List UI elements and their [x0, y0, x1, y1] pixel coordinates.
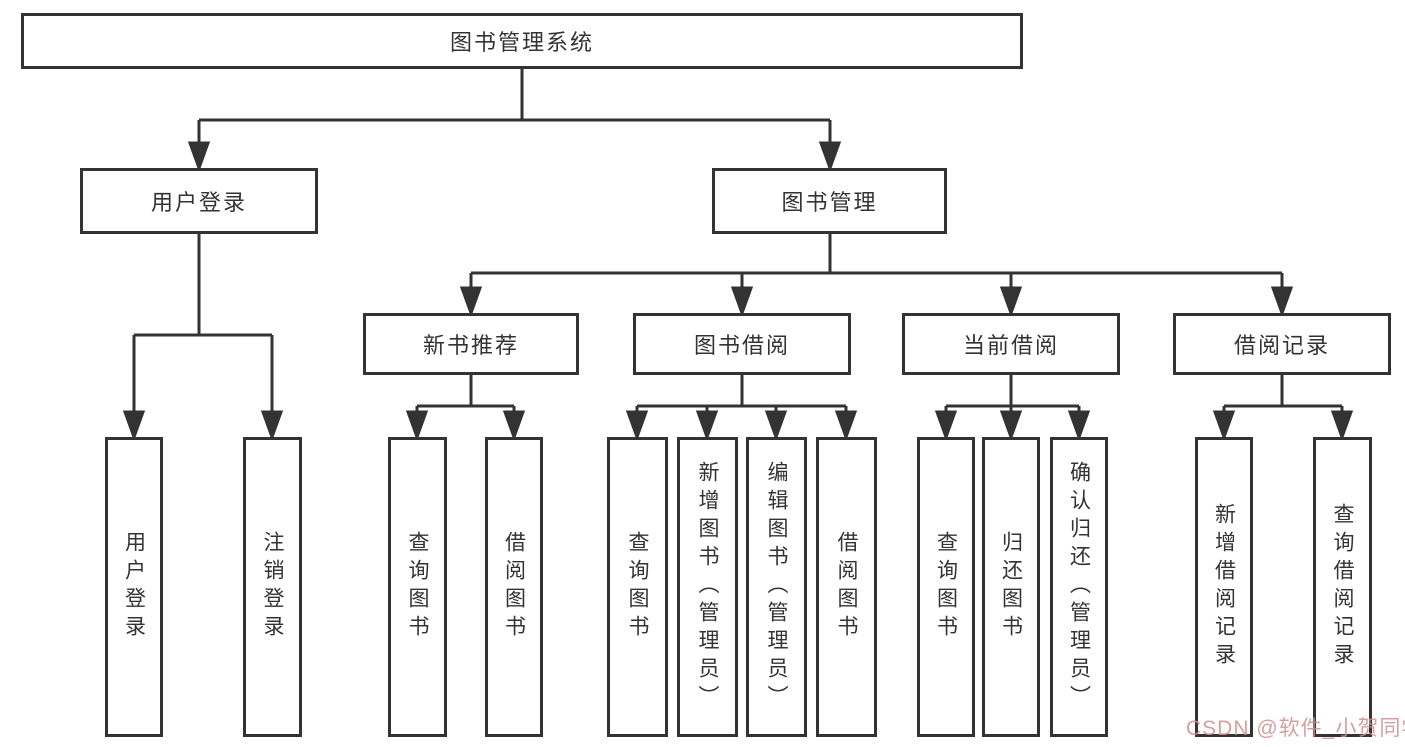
node-book-borrowing: 图书借阅 — [633, 313, 851, 375]
node-label: 新书推荐 — [422, 333, 519, 358]
node-label: 编辑图书（管理员） — [765, 461, 788, 713]
arrowhead-down-icon — [818, 141, 842, 173]
node-label: 归还图书 — [999, 531, 1023, 643]
arrowhead-down-icon — [260, 410, 284, 442]
leaf-user-login: 用户登录 — [105, 437, 163, 737]
leaf-confirm-return-admin: 确认归还（管理员） — [1050, 437, 1108, 737]
node-label: 用户登录 — [150, 190, 247, 215]
leaf-edit-book-admin: 编辑图书（管理员） — [746, 437, 807, 737]
node-label: 注销登录 — [261, 531, 284, 643]
node-current-borrowing: 当前借阅 — [902, 313, 1120, 375]
arrowhead-down-icon — [999, 410, 1023, 442]
connector-current-to-leaves — [934, 375, 1091, 442]
arrowhead-down-icon — [459, 286, 483, 318]
leaf-add-borrow-record: 新增借阅记录 — [1195, 437, 1253, 737]
node-root-system: 图书管理系统 — [21, 13, 1023, 69]
arrowhead-down-icon — [934, 410, 958, 442]
node-book-management: 图书管理 — [712, 168, 947, 234]
node-label: 借阅记录 — [1233, 333, 1330, 358]
connector-user-login-to-leaves — [122, 234, 284, 442]
node-label: 查询图书 — [934, 531, 958, 643]
leaf-query-book-current: 查询图书 — [917, 437, 975, 737]
node-borrowing-records: 借阅记录 — [1173, 313, 1391, 375]
connector-borrow-to-leaves — [625, 375, 858, 442]
arrowhead-down-icon — [1067, 410, 1091, 442]
arrowhead-down-icon — [187, 141, 211, 173]
node-label: 查询图书 — [626, 531, 649, 643]
leaf-query-book-borrow: 查询图书 — [607, 437, 668, 737]
node-label: 新增图书（管理员） — [696, 461, 719, 713]
arrowhead-down-icon — [1212, 410, 1236, 442]
node-label: 图书管理 — [781, 190, 878, 215]
node-label: 当前借阅 — [962, 333, 1059, 358]
arrowhead-down-icon — [1330, 410, 1354, 442]
arrowhead-down-icon — [405, 410, 429, 442]
node-label: 新增借阅记录 — [1212, 503, 1236, 671]
arrowhead-down-icon — [502, 410, 526, 442]
watermark-text: CSDN @软件_小贺同学 — [1186, 717, 1405, 740]
connector-records-to-leaves — [1212, 375, 1354, 442]
node-new-book-recommend: 新书推荐 — [363, 313, 579, 375]
arrowhead-down-icon — [730, 286, 754, 318]
node-label: 借阅图书 — [835, 531, 858, 643]
connector-root-to-level2 — [187, 69, 842, 173]
node-label: 用户登录 — [122, 531, 146, 643]
arrowhead-down-icon — [1270, 286, 1294, 318]
arrowhead-down-icon — [834, 410, 858, 442]
arrowhead-down-icon — [764, 410, 788, 442]
node-label: 图书借阅 — [693, 333, 790, 358]
node-user-login: 用户登录 — [80, 168, 318, 234]
leaf-return-book: 归还图书 — [982, 437, 1040, 737]
node-label: 查询借阅记录 — [1331, 503, 1354, 671]
node-label: 查询图书 — [406, 531, 429, 643]
arrowhead-down-icon — [122, 410, 146, 442]
leaf-query-book-recommend: 查询图书 — [388, 437, 447, 737]
node-label: 借阅图书 — [502, 531, 526, 643]
node-label: 确认归还（管理员） — [1067, 461, 1091, 713]
leaf-borrow-book: 借阅图书 — [816, 437, 877, 737]
connector-newbook-to-leaves — [405, 375, 526, 442]
leaf-borrow-book-recommend: 借阅图书 — [485, 437, 543, 737]
arrowhead-down-icon — [695, 410, 719, 442]
arrowhead-down-icon — [625, 410, 649, 442]
node-label: 图书管理系统 — [449, 30, 594, 55]
leaf-query-borrow-record: 查询借阅记录 — [1313, 437, 1372, 737]
leaf-logout: 注销登录 — [243, 437, 302, 737]
leaf-add-book-admin: 新增图书（管理员） — [677, 437, 738, 737]
arrowhead-down-icon — [999, 286, 1023, 318]
connector-book-mgmt-to-level3 — [459, 234, 1294, 318]
